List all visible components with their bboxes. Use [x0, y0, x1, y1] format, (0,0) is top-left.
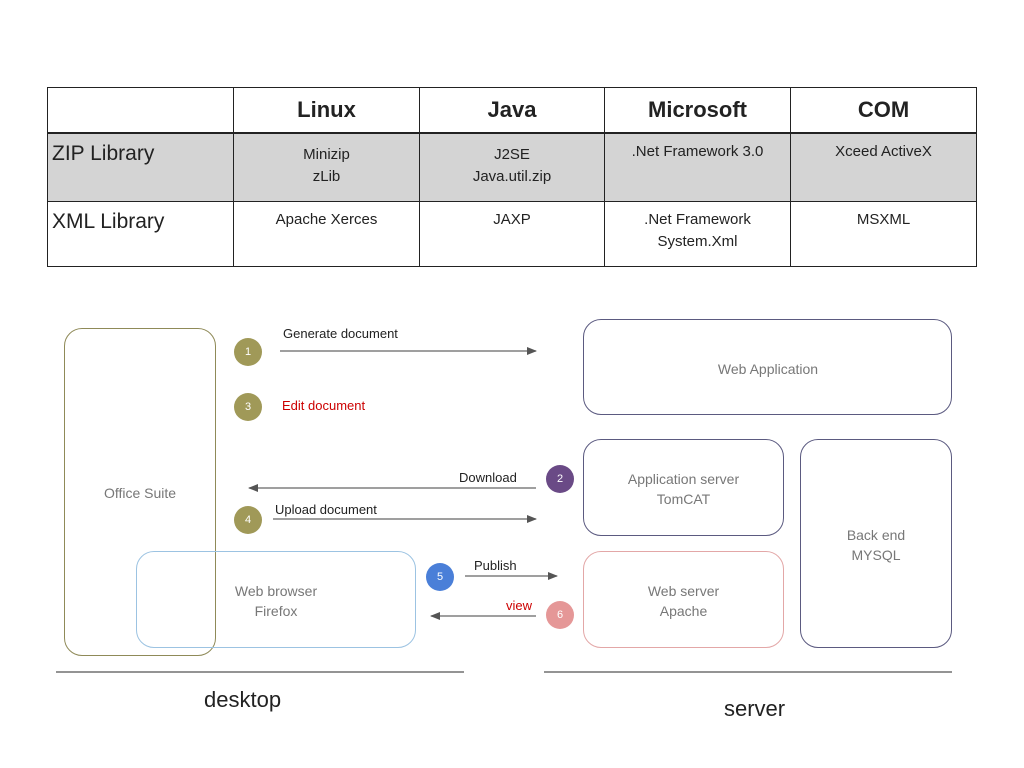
table-cell: JAXP: [419, 201, 605, 267]
application-server-box: [583, 439, 784, 536]
step-1-circle: 1: [234, 338, 262, 366]
table-cell: Apache Xerces: [233, 201, 420, 267]
cell-line: Java.util.zip: [472, 168, 552, 185]
web-server-box: [583, 551, 784, 648]
step-4-label: Upload document: [275, 502, 377, 517]
web-application-box: [583, 319, 952, 415]
web-server-line: Web server: [647, 583, 720, 599]
step-5-label: Publish: [474, 558, 517, 573]
cell-line: .Net Framework: [644, 211, 751, 228]
table-cell: .Net Framework 3.0: [604, 132, 791, 202]
row-label-zip: ZIP Library: [47, 132, 234, 202]
table-cell: Minizip zLib: [233, 132, 420, 202]
office-suite-label: Office Suite: [103, 485, 177, 501]
cell-line: System.Xml: [657, 233, 738, 250]
web-server-line: Apache: [659, 603, 708, 619]
desktop-label: desktop: [204, 687, 282, 712]
web-browser-line: Web browser: [234, 583, 318, 599]
cell-line: Apache Xerces: [275, 211, 378, 228]
back-end-line: MYSQL: [851, 547, 901, 563]
application-server-line: TomCAT: [656, 491, 711, 507]
office-suite-box: [64, 328, 216, 656]
back-end-line: Back end: [846, 527, 906, 543]
server-label: server: [724, 696, 786, 721]
back-end-label: Back end MYSQL: [800, 525, 952, 565]
step-6-circle: 6: [546, 601, 574, 629]
web-server-label: Web server Apache: [583, 581, 784, 621]
cell-line: Xceed ActiveX: [835, 143, 932, 160]
step-4-circle: 4: [234, 506, 262, 534]
table-row: ZIP Library Minizip zLib J2SE Java.util.zi…: [47, 132, 977, 202]
back-end-box: [800, 439, 952, 648]
library-table: Linux Java Microsoft COM ZIP Library Min…: [47, 87, 977, 267]
cell-line: .Net Framework 3.0: [631, 143, 764, 160]
row-label-xml: XML Library: [47, 201, 234, 267]
step-3-label: Edit document: [282, 398, 366, 413]
table-header-linux: Linux: [233, 87, 420, 134]
cell-line: JAXP: [493, 211, 531, 228]
step-5-circle: 5: [426, 563, 454, 591]
web-browser-line: Firefox: [254, 603, 298, 619]
table-header-com: COM: [790, 87, 977, 134]
step-6-label: view: [506, 598, 533, 613]
table-cell: J2SE Java.util.zip: [419, 132, 605, 202]
cell-line: zLib: [312, 168, 341, 185]
table-header-empty: [47, 87, 234, 134]
table-cell: MSXML: [790, 201, 977, 267]
step-3-circle: 3: [234, 393, 262, 421]
application-server-line: Application server: [627, 471, 740, 487]
step-1-label: Generate document: [283, 326, 398, 341]
step-2-circle: 2: [546, 465, 574, 493]
web-browser-box: [136, 551, 416, 648]
table-row: XML Library Apache Xerces JAXP .Net Fram…: [47, 201, 977, 267]
table-header-java: Java: [419, 87, 605, 134]
cell-line: MSXML: [856, 211, 911, 228]
web-application-label: Web Application: [717, 361, 819, 377]
web-browser-label: Web browser Firefox: [216, 581, 336, 621]
table-header-microsoft: Microsoft: [604, 87, 791, 134]
cell-line: J2SE: [494, 146, 530, 163]
step-2-label: Download: [459, 470, 517, 485]
cell-line: Minizip: [303, 146, 350, 163]
table-header-row: Linux Java Microsoft COM: [47, 87, 977, 134]
application-server-label: Application server TomCAT: [583, 469, 784, 509]
